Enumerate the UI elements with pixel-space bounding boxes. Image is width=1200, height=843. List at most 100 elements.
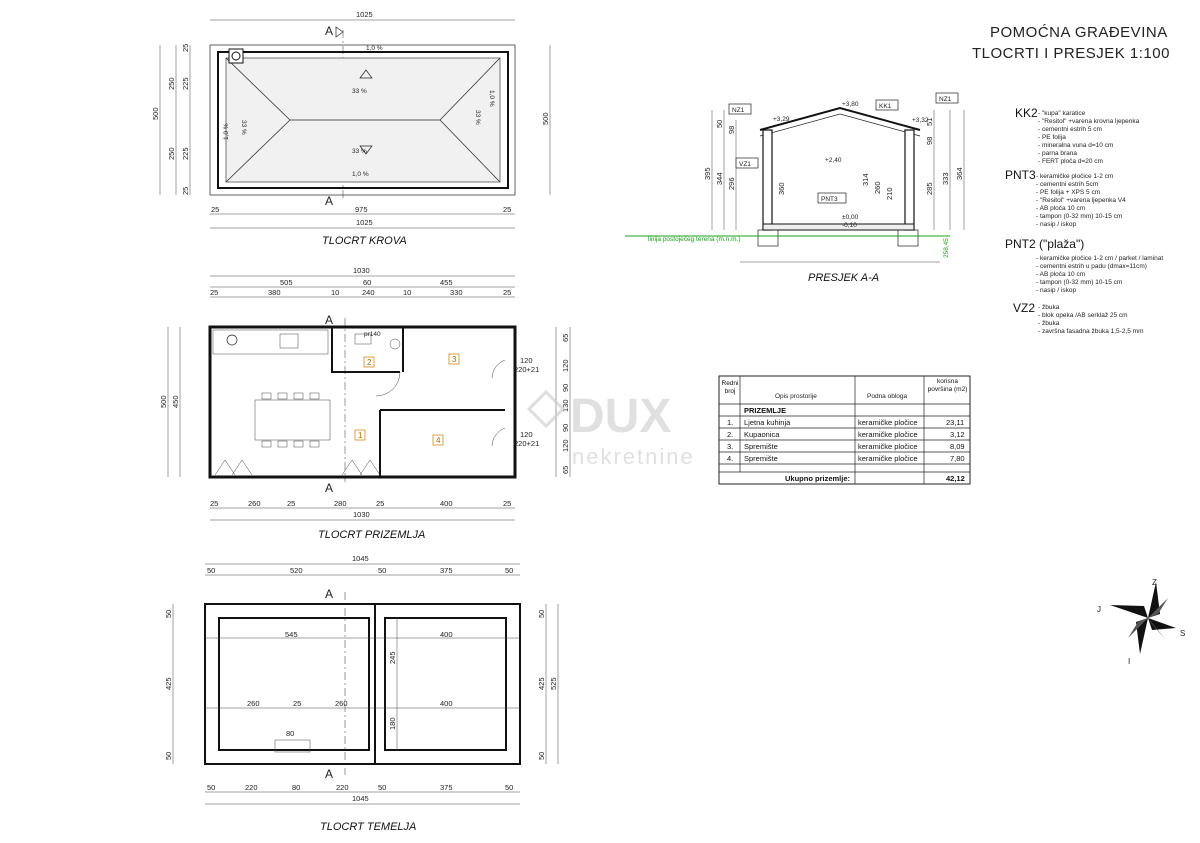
ground-plan-caption: TLOCRT PRIZEMLJA [318, 529, 425, 541]
section-dim-left: 344 [715, 172, 724, 185]
section-dim-left: 98 [727, 126, 736, 134]
ground-dim-left: 450 [171, 395, 180, 408]
foundation-dim-top: 375 [440, 566, 453, 575]
roof-slope-label: 1,0 % [366, 45, 383, 52]
foundation-dim-right: 525 [549, 677, 558, 690]
ground-dim-top-detail: 10 [331, 288, 339, 297]
row-no: 3. [727, 442, 733, 451]
level-mark: ±0,00 [842, 214, 859, 221]
section-dim-left: 50 [715, 120, 724, 128]
compass-label-z: Z [1152, 578, 1157, 587]
section-tag: NZ1 [939, 96, 952, 103]
watermark: DUX nekretnine [526, 389, 693, 469]
row-floor: keramičke pločice [858, 442, 918, 451]
col-header-floor: Podna obloga [867, 393, 908, 400]
legend-line: - tampon (0-32 mm) 10-15 cm [1036, 213, 1122, 220]
roof-dim-left-inner: 225 [181, 77, 190, 90]
foundation-plan-caption: TLOCRT TEMELJA [320, 821, 416, 833]
col-header-name: Opis prostorije [775, 393, 817, 400]
row-area: 23,11 [946, 418, 964, 427]
section-dim-right: 364 [955, 167, 964, 180]
ground-dim-bottom: 25 [503, 499, 511, 508]
legend-line: - cementni estrih u padu (dmax=11cm) [1036, 263, 1147, 270]
table-row: 4. Spremište keramičke pločice 7,80 [727, 454, 965, 463]
legend-line: - mineralna vuna d=10 cm [1038, 142, 1113, 149]
foundation-dim-bottom: 220 [245, 783, 258, 792]
ground-dim-top-mid: 60 [363, 278, 371, 287]
section-dim-right: 51 [925, 118, 934, 126]
table-row: 1. Ljetna kuhinja keramičke pločice 23,1… [727, 418, 964, 427]
roof-plan-caption: TLOCRT KROVA [322, 235, 407, 247]
door-height-label: 220+21 [514, 365, 539, 374]
roof-slope-label: 1,0 % [352, 171, 369, 178]
roof-section-mark-top: A [325, 24, 333, 38]
row-area: 8,09 [950, 442, 965, 451]
roof-dim-right: 500 [541, 112, 550, 125]
stove-icon [226, 334, 238, 346]
foundation-dim-left: 50 [164, 610, 173, 618]
foundation-dim-top: 50 [207, 566, 215, 575]
roof-dim-bottom: 25 [503, 205, 511, 214]
legend-line: - nasip / iskop [1036, 221, 1076, 228]
section-dim-left: 360 [777, 182, 786, 195]
level-mark: +3,32 [912, 117, 929, 124]
foundation-plan: 1045 50 520 50 375 50 A 545 400 260 25 2… [164, 554, 559, 833]
roof-slope-label: 33 % [474, 110, 481, 125]
section-dim-right: 285 [925, 182, 934, 195]
ground-dim-bottom: 25 [287, 499, 295, 508]
foundation-dim-right: 50 [537, 610, 546, 618]
roof-slope-label: 33 % [240, 120, 247, 135]
dux-logo-icon [526, 389, 566, 429]
table-section-label: PRIZEMLJE [744, 406, 786, 415]
roof-slope-label: 1,0 % [223, 123, 230, 140]
sink-icon [279, 333, 299, 349]
compass-rose-icon: Z J S I [1097, 578, 1185, 666]
table-row: 3. Spremište keramičke pločice 8,09 [727, 442, 965, 451]
section-dim-inner: 314 [861, 173, 870, 186]
room-table: Redni broj Opis prostorije Podna obloga … [718, 375, 971, 485]
foundation-dim-bottom: 50 [505, 783, 513, 792]
row-area: 3,12 [950, 430, 965, 439]
foundation-dim-left: 425 [164, 677, 173, 690]
ground-dim-bottom: 280 [334, 499, 347, 508]
legend-line: - žbuka [1038, 304, 1060, 311]
legend: KK2 - "kupa" karatice - "Resitol" +varen… [1005, 106, 1163, 335]
section-tag: VZ1 [739, 161, 751, 168]
washbasin-icon [354, 333, 372, 345]
row-name: Ljetna kuhinja [744, 418, 791, 427]
roof-dim-left: 250 [167, 77, 176, 90]
ground-section-mark-top: A [325, 313, 333, 327]
level-mark: +3,80 [842, 101, 859, 108]
foundation-dim-top-total: 1045 [352, 554, 369, 563]
ground-dim-bottom: 25 [376, 499, 384, 508]
foundation-dim-bottom: 375 [440, 783, 453, 792]
level-mark: -0,10 [842, 222, 857, 229]
section-dim-right: 98 [925, 137, 934, 145]
legend-line: - tampon (0-32 mm) 10-15 cm [1036, 279, 1122, 286]
ground-dim-top-detail: 240 [362, 288, 375, 297]
foundation-dim-mid: 180 [388, 717, 397, 730]
foundation-dim-inner: 400 [440, 630, 453, 639]
ground-dim-top-detail: 25 [210, 288, 218, 297]
row-floor: keramičke pločice [858, 418, 918, 427]
ground-dim-bottom: 25 [210, 499, 218, 508]
section-tag: NZ1 [732, 107, 745, 114]
door-width-label: 120 [520, 430, 533, 439]
ground-dim-right: 65 [561, 334, 570, 342]
roof-dim-bottom: 25 [211, 205, 219, 214]
foundation-dim-inner: 545 [285, 630, 298, 639]
section-dim-left: 395 [703, 167, 712, 180]
terrain-label: linija postojećeg terena (m.n.m.) [648, 236, 741, 243]
ground-dim-top-total: 1030 [353, 266, 370, 275]
compass-label-j: J [1097, 605, 1101, 614]
foundation-dim-bottom-total: 1045 [352, 794, 369, 803]
row-floor: keramičke pločice [858, 430, 918, 439]
title-line-2: TLOCRTI I PRESJEK 1:100 [972, 45, 1170, 62]
legend-code: PNT3 [1005, 168, 1036, 182]
room-tag-2: 2 [367, 358, 372, 367]
door-height-label: 220+21 [514, 439, 539, 448]
foundation-dim-right: 425 [537, 677, 546, 690]
row-name: Kupaonica [744, 430, 780, 439]
room-tag-4: 4 [436, 436, 441, 445]
ground-dim-top-detail: 10 [403, 288, 411, 297]
